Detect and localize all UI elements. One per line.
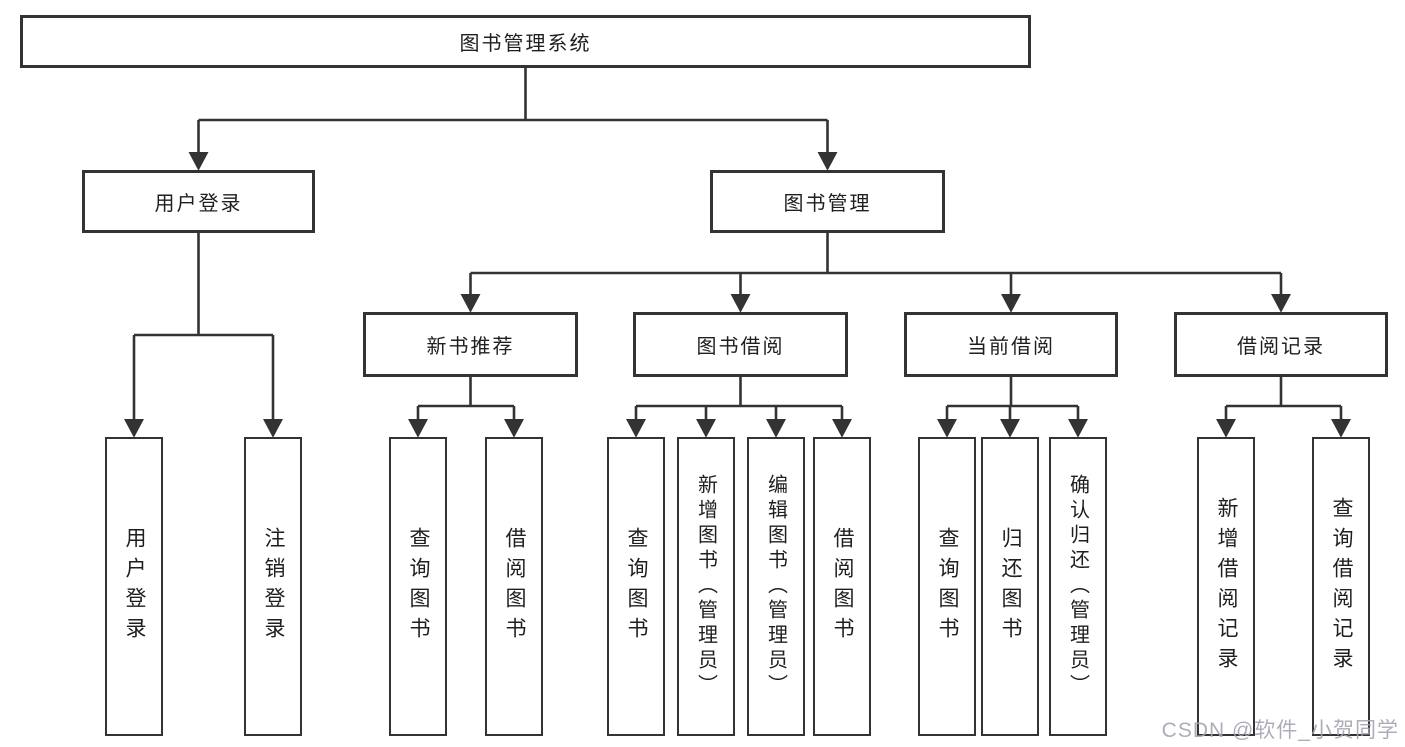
node-book-management-label: 图书管理: [783, 193, 872, 215]
leaf-borrowing-borrow-books-label: 借阅图书: [831, 526, 854, 647]
leaf-return-books: 归还图书: [981, 437, 1039, 736]
leaf-recommend-borrow-books: 借阅图书: [485, 437, 543, 736]
node-book-management: 图书管理: [710, 170, 945, 233]
node-new-book-recommend: 新书推荐: [363, 312, 578, 377]
leaf-edit-books-admin-label: 编辑图书（管理员）: [764, 474, 787, 699]
leaf-borrowing-query-books-label: 查询图书: [625, 526, 648, 647]
node-root-system: 图书管理系统: [20, 15, 1031, 68]
node-borrow-records-label: 借阅记录: [1237, 336, 1325, 358]
leaf-confirm-return-admin: 确认归还（管理员）: [1049, 437, 1107, 736]
leaf-borrowing-query-books: 查询图书: [607, 437, 665, 736]
node-new-book-recommend-label: 新书推荐: [426, 336, 515, 358]
node-book-borrowing: 图书借阅: [633, 312, 848, 377]
leaf-logout-label: 注销登录: [262, 526, 285, 647]
leaf-add-borrow-record: 新增借阅记录: [1197, 437, 1255, 736]
leaf-add-borrow-record-label: 新增借阅记录: [1215, 496, 1238, 677]
leaf-logout: 注销登录: [244, 437, 302, 736]
node-user-login: 用户登录: [82, 170, 315, 233]
node-root-system-label: 图书管理系统: [459, 33, 592, 55]
leaf-borrowing-borrow-books: 借阅图书: [813, 437, 871, 736]
leaf-add-books-admin-label: 新增图书（管理员）: [694, 474, 717, 699]
leaf-user-login: 用户登录: [105, 437, 163, 736]
leaf-current-query-books: 查询图书: [918, 437, 976, 736]
leaf-query-borrow-record-label: 查询借阅记录: [1330, 496, 1353, 677]
leaf-user-login-label: 用户登录: [123, 526, 146, 647]
node-user-login-label: 用户登录: [154, 193, 243, 215]
leaf-add-books-admin: 新增图书（管理员）: [677, 437, 735, 736]
node-current-borrowing: 当前借阅: [904, 312, 1118, 377]
leaf-current-query-books-label: 查询图书: [936, 526, 959, 647]
csdn-watermark: CSDN @软件_小贺同学: [1161, 719, 1399, 742]
leaf-recommend-query-books-label: 查询图书: [407, 526, 430, 647]
leaf-return-books-label: 归还图书: [999, 526, 1022, 647]
leaf-confirm-return-admin-label: 确认归还（管理员）: [1066, 474, 1089, 699]
leaf-recommend-borrow-books-label: 借阅图书: [503, 526, 526, 647]
leaf-query-borrow-record: 查询借阅记录: [1312, 437, 1370, 736]
leaf-recommend-query-books: 查询图书: [389, 437, 447, 736]
node-book-borrowing-label: 图书借阅: [696, 336, 785, 358]
node-borrow-records: 借阅记录: [1174, 312, 1388, 377]
leaf-edit-books-admin: 编辑图书（管理员）: [747, 437, 805, 736]
node-current-borrowing-label: 当前借阅: [967, 336, 1055, 358]
